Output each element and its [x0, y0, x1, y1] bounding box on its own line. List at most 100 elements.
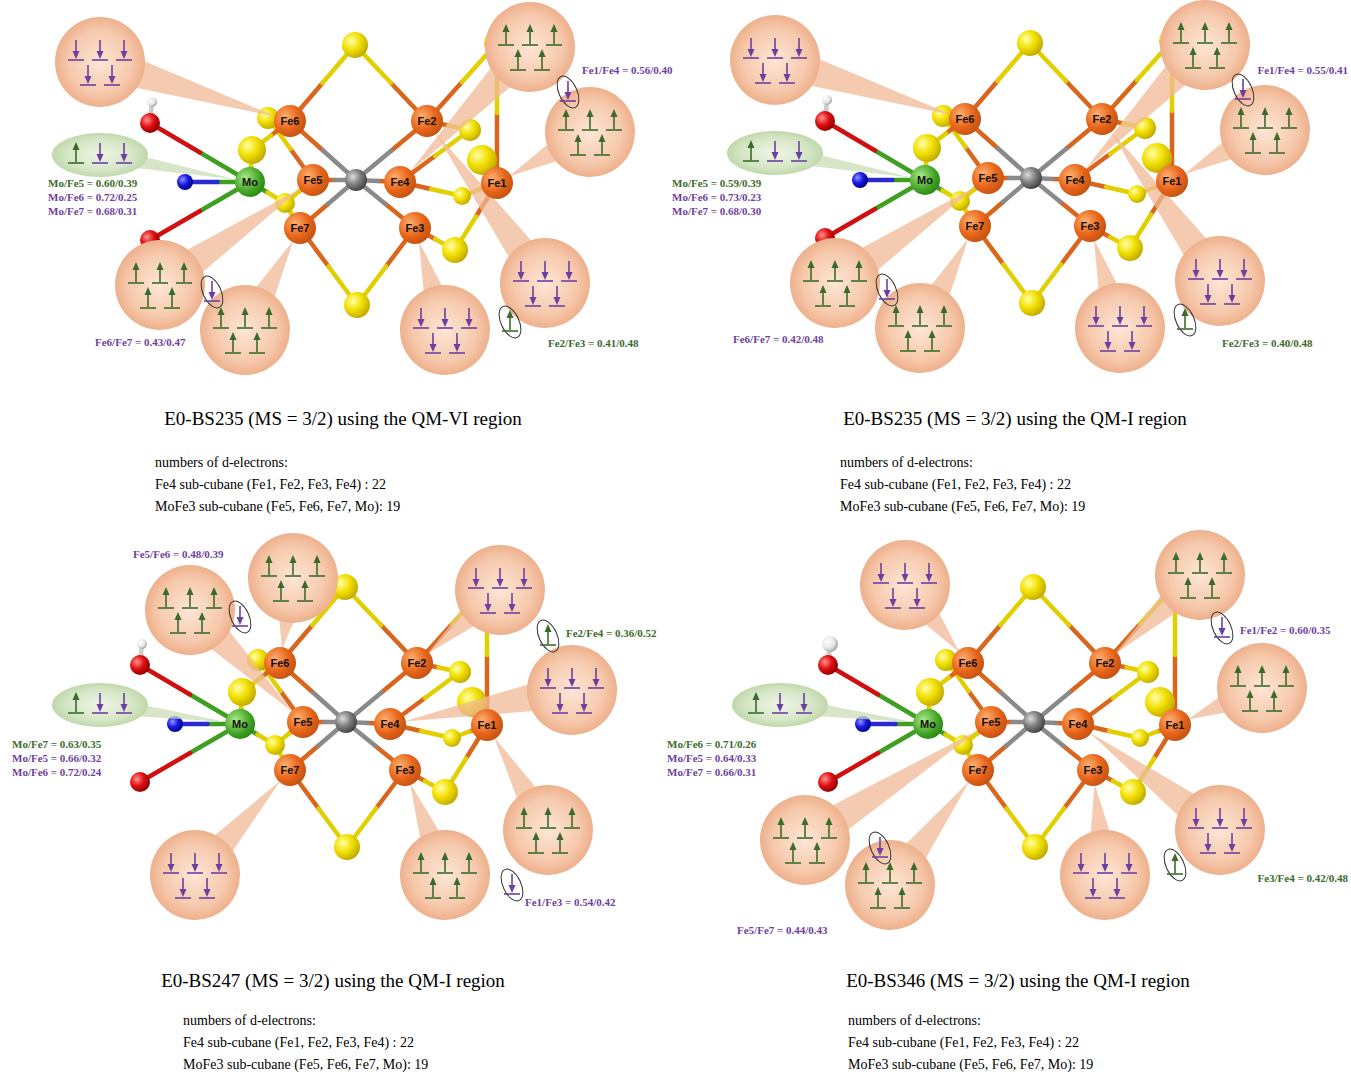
orbital-line: [1236, 278, 1252, 280]
orbital-line: [540, 687, 556, 689]
spin-arrow-head: [551, 24, 558, 32]
spin-arrow-head: [1185, 577, 1192, 585]
spin-arrow-head: [877, 848, 884, 856]
spin-arrow-head: [796, 49, 803, 57]
minority-spin-ring: [497, 866, 528, 904]
spin-arrow-head: [302, 580, 309, 588]
spin-arrow-head: [314, 555, 321, 563]
spin-arrow: [877, 893, 879, 907]
spin-arrow: [907, 336, 909, 350]
spin-arrow-head: [168, 864, 175, 872]
fe-spin-bubble: [875, 283, 965, 373]
spin-arrow-head: [1117, 317, 1124, 325]
atom-label: Fe5: [304, 174, 323, 186]
spin-population-label: Mo/Fe6 = 0.73/0.23: [672, 191, 761, 203]
orbital-line: [546, 44, 562, 46]
orbital-line: [872, 856, 888, 858]
spin-arrow-head: [216, 864, 223, 872]
atom-label: Fe1: [1166, 719, 1185, 731]
orbital-line: [540, 644, 556, 646]
spin-arrow-head: [254, 332, 261, 340]
orbital-line: [558, 129, 574, 131]
spin-arrow-head: [485, 604, 492, 612]
orbital-line: [504, 612, 520, 614]
orbital-line: [437, 327, 453, 329]
orbital-line: [116, 712, 132, 714]
orbital-line: [498, 44, 514, 46]
spin-arrow-head: [914, 599, 921, 607]
iron-atom: Fe4: [384, 166, 416, 198]
atom-label: Fe1: [478, 719, 497, 731]
spin-population-label: Fe5/Fe6 = 0.48/0.39: [133, 548, 224, 560]
spin-arrow-head: [926, 574, 933, 582]
atom-label: Fe3: [1084, 764, 1103, 776]
orbital-line: [534, 69, 550, 71]
atom-label: Fe7: [291, 222, 310, 234]
iron-atom: Fe3: [1074, 210, 1106, 242]
fe-spin-bubble: [545, 87, 635, 177]
spin-arrow-head: [1126, 864, 1133, 872]
spin-arrow: [432, 883, 434, 897]
orbital-line: [437, 872, 453, 874]
atom-sphere: [335, 711, 357, 733]
orbital-line: [873, 582, 889, 584]
atom-sphere: [345, 169, 367, 191]
iron-atom: Fe2: [1089, 647, 1121, 679]
orbital-line: [92, 59, 108, 61]
spin-population-label: Mo/Fe5 = 0.59/0.39: [672, 177, 761, 189]
atom-label: Fe4: [381, 718, 400, 730]
iron-atom: Fe3: [399, 212, 431, 244]
spin-arrow-head: [211, 587, 218, 595]
spin-arrow-head: [204, 889, 211, 897]
orbital-line: [225, 352, 241, 354]
atom-sphere: [822, 636, 838, 652]
orbital-line: [513, 280, 529, 282]
orbital-line: [528, 852, 544, 854]
spin-arrow: [420, 858, 422, 872]
spin-arrow: [517, 55, 519, 69]
atom-sphere: [453, 187, 471, 205]
orbital-line: [549, 305, 565, 307]
fe-spin-bubble: [200, 285, 290, 375]
orbital-line: [1245, 152, 1261, 154]
spin-arrow: [529, 30, 531, 44]
orbital-line: [821, 837, 837, 839]
orbital-line: [68, 712, 84, 714]
orbital-line: [1214, 636, 1230, 638]
spin-arrow-head: [533, 832, 540, 840]
orbital-line: [510, 69, 526, 71]
orbital-line: [1242, 710, 1258, 712]
fe-spin-bubble: [790, 238, 880, 328]
orbital-line: [1224, 852, 1240, 854]
orbital-line: [1257, 127, 1273, 129]
fe-spin-bubble: [1217, 643, 1307, 733]
molybdenum-atom: Mo: [225, 709, 255, 739]
spin-arrow-head: [814, 842, 821, 850]
electron-count-note: Fe4 sub-cubane (Fe1, Fe2, Fe3, Fe4) : 22: [155, 477, 386, 493]
spin-arrow: [822, 291, 824, 305]
orbital-line: [297, 600, 313, 602]
spin-arrow-head: [565, 92, 572, 100]
spin-arrow: [1240, 113, 1242, 127]
spin-arrow-head: [753, 692, 760, 700]
spin-arrow-head: [808, 260, 815, 268]
atom-sphere: [1117, 235, 1143, 261]
spin-arrow-head: [1193, 819, 1200, 827]
spin-arrow-head: [507, 310, 514, 318]
atom-label: Fe2: [1096, 657, 1115, 669]
spin-arrow-head: [941, 305, 948, 313]
spin-arrow-head: [545, 807, 552, 815]
spin-arrow-head: [1209, 577, 1216, 585]
atom-sphere: [1022, 834, 1048, 860]
orbital-line: [1266, 710, 1282, 712]
spin-arrow-head: [97, 154, 104, 162]
spin-arrow: [523, 813, 525, 827]
orbital-line: [912, 325, 928, 327]
spin-arrow-head: [748, 140, 755, 148]
spin-arrow-head: [266, 307, 273, 315]
spin-arrow-head: [266, 555, 273, 563]
spin-arrow-head: [1178, 22, 1185, 30]
atom-sphere: [1020, 574, 1046, 600]
orbital-line: [564, 827, 580, 829]
panel-caption: E0-BS235 (MS = 3/2) using the QM-I regio…: [843, 408, 1187, 430]
